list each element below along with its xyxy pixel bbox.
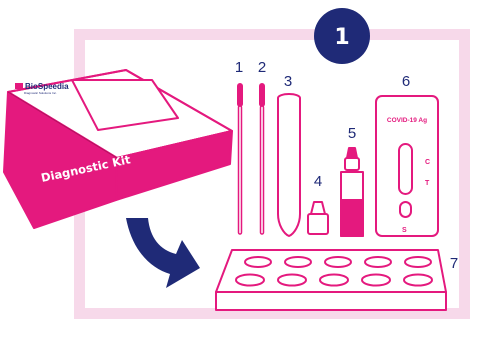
extraction-tube	[278, 94, 300, 236]
control-line-label: C	[425, 159, 430, 166]
test-cassette: COVID-19 Ag C T S	[376, 96, 438, 236]
arrow-icon	[126, 218, 200, 288]
tube-rack	[216, 250, 446, 310]
item-number-6: 6	[402, 73, 410, 90]
item-number-5: 5	[348, 125, 356, 142]
test-line-label: T	[425, 180, 430, 187]
item-number-2: 2	[258, 59, 266, 76]
buffer-bottle	[341, 148, 363, 236]
swab-2	[259, 83, 265, 234]
brand-name: BioSpeedia	[25, 82, 69, 91]
step-badge: 1	[314, 8, 370, 64]
item-number-7: 7	[450, 255, 458, 272]
item-number-3: 3	[284, 73, 292, 90]
swab-1	[237, 83, 243, 234]
result-window	[399, 144, 412, 194]
item-number-4: 4	[314, 173, 322, 190]
dropper-cap	[308, 202, 328, 234]
sample-well-label: S	[402, 227, 407, 234]
brand-tagline: Diagnostic Solutions Inc.	[24, 91, 57, 95]
step-number: 1	[334, 25, 349, 50]
item-number-1: 1	[235, 59, 243, 76]
sample-well	[400, 202, 411, 217]
cassette-title: COVID-19 Ag	[387, 117, 427, 124]
